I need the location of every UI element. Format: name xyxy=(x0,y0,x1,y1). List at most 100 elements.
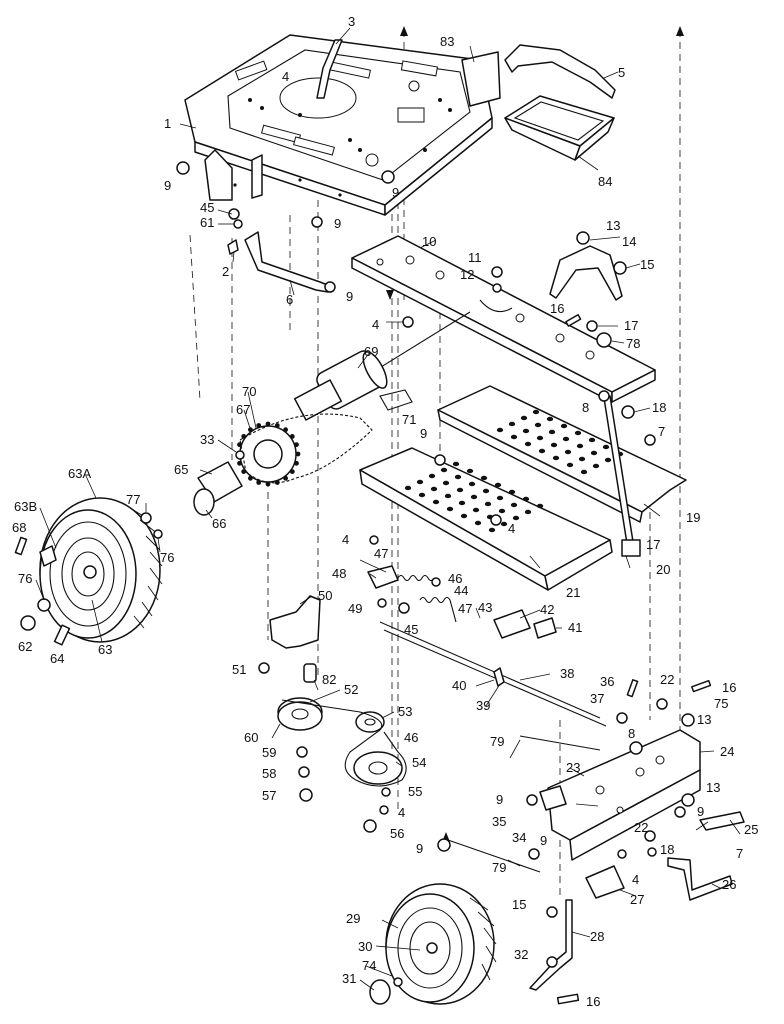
callout-6: 6 xyxy=(286,292,293,307)
belt-46 xyxy=(281,699,407,787)
callout-14: 14 xyxy=(622,234,636,249)
callout-23: 23 xyxy=(566,760,580,775)
bolt-64 xyxy=(53,624,71,646)
callout-43: 43 xyxy=(478,600,492,615)
plate-hole xyxy=(576,443,584,449)
callout-17: 17 xyxy=(646,537,660,552)
callout-22: 22 xyxy=(660,672,674,687)
callout-1: 1 xyxy=(164,116,171,131)
transaxle-69 xyxy=(293,311,471,421)
nut-57 xyxy=(299,788,313,802)
callout-20: 20 xyxy=(656,562,670,577)
callout-22: 22 xyxy=(634,820,648,835)
footplate-21 xyxy=(359,447,613,591)
bracket-83 xyxy=(461,51,501,107)
callout-8: 8 xyxy=(628,726,635,741)
callout-9: 9 xyxy=(416,841,423,856)
plate-hole xyxy=(534,422,542,428)
sprocket-tooth xyxy=(241,469,247,474)
arrow-up-icon xyxy=(676,26,684,36)
bracket-14 xyxy=(549,245,623,301)
washer-15b xyxy=(546,906,558,918)
plate-hole xyxy=(522,496,530,502)
plate-hole xyxy=(460,513,468,519)
callout-58: 58 xyxy=(262,766,276,781)
washer-74 xyxy=(393,977,403,987)
callout-31: 31 xyxy=(342,971,356,986)
nut-8a xyxy=(598,390,610,402)
plate-hole xyxy=(508,489,516,495)
plate-hole xyxy=(418,492,426,498)
arrow-up-icon xyxy=(400,26,408,36)
callout-52: 52 xyxy=(344,682,358,697)
nut-32 xyxy=(546,956,558,968)
plate-hole xyxy=(452,461,460,467)
callout-71: 71 xyxy=(402,412,416,427)
plate-hole xyxy=(536,503,544,509)
callout-39: 39 xyxy=(476,698,490,713)
plate-hole xyxy=(442,480,450,486)
callout-16: 16 xyxy=(586,994,600,1009)
nut-56 xyxy=(363,819,377,833)
nut-9f xyxy=(526,794,538,806)
callout-7: 7 xyxy=(658,424,665,439)
washer-12 xyxy=(492,283,502,293)
callout-35: 35 xyxy=(492,814,506,829)
pin-36 xyxy=(626,679,639,698)
sprocket-tooth xyxy=(295,451,301,457)
callout-28: 28 xyxy=(590,929,604,944)
callout-27: 27 xyxy=(630,892,644,907)
chain-67 xyxy=(239,413,373,484)
callout-13: 13 xyxy=(697,712,711,727)
plate-hole xyxy=(574,430,582,436)
callout-48: 48 xyxy=(332,566,346,581)
plate-hole xyxy=(560,423,568,429)
plate-hole xyxy=(602,444,610,450)
plate-hole xyxy=(432,499,440,505)
washer-76b xyxy=(153,529,163,539)
plate-hole xyxy=(474,520,482,526)
washer-58 xyxy=(298,766,310,778)
callout-63A: 63A xyxy=(68,466,91,481)
callout-9: 9 xyxy=(334,216,341,231)
callout-9: 9 xyxy=(392,185,399,200)
washer-17a xyxy=(586,320,598,332)
callout-18: 18 xyxy=(652,400,666,415)
spring-44 xyxy=(419,596,457,623)
bushing-31 xyxy=(369,979,391,1005)
callout-75: 75 xyxy=(714,696,728,711)
callout-62: 62 xyxy=(18,639,32,654)
callout-63: 63 xyxy=(98,642,112,657)
plate-hole xyxy=(482,488,490,494)
plate-hole xyxy=(510,434,518,440)
callout-76: 76 xyxy=(160,550,174,565)
callout-32: 32 xyxy=(514,947,528,962)
bolt-4c xyxy=(369,535,379,545)
plate-hole xyxy=(446,506,454,512)
callout-8: 8 xyxy=(582,400,589,415)
callout-9: 9 xyxy=(540,833,547,848)
arm-27 xyxy=(585,865,625,899)
callout-44: 44 xyxy=(454,583,468,598)
pulley-53 xyxy=(355,711,385,733)
pulley-54 xyxy=(353,751,403,785)
plate-hole xyxy=(550,442,558,448)
arrow-down-icon xyxy=(386,290,394,300)
washer-59 xyxy=(296,746,308,758)
plate-hole xyxy=(488,527,496,533)
bracket-50 xyxy=(269,595,321,649)
callout-61: 61 xyxy=(200,215,214,230)
bolt-4d xyxy=(490,514,502,526)
nut-13c xyxy=(681,793,695,807)
callout-70: 70 xyxy=(242,384,256,399)
callout-45: 45 xyxy=(404,622,418,637)
callout-2: 2 xyxy=(222,264,229,279)
tray-84 xyxy=(504,95,615,161)
nut-9h xyxy=(437,838,451,852)
nut-9g xyxy=(528,848,540,860)
plate-hole xyxy=(480,475,488,481)
nut-22a xyxy=(656,698,668,710)
callout-74: 74 xyxy=(362,958,376,973)
plate-hole xyxy=(580,469,588,475)
